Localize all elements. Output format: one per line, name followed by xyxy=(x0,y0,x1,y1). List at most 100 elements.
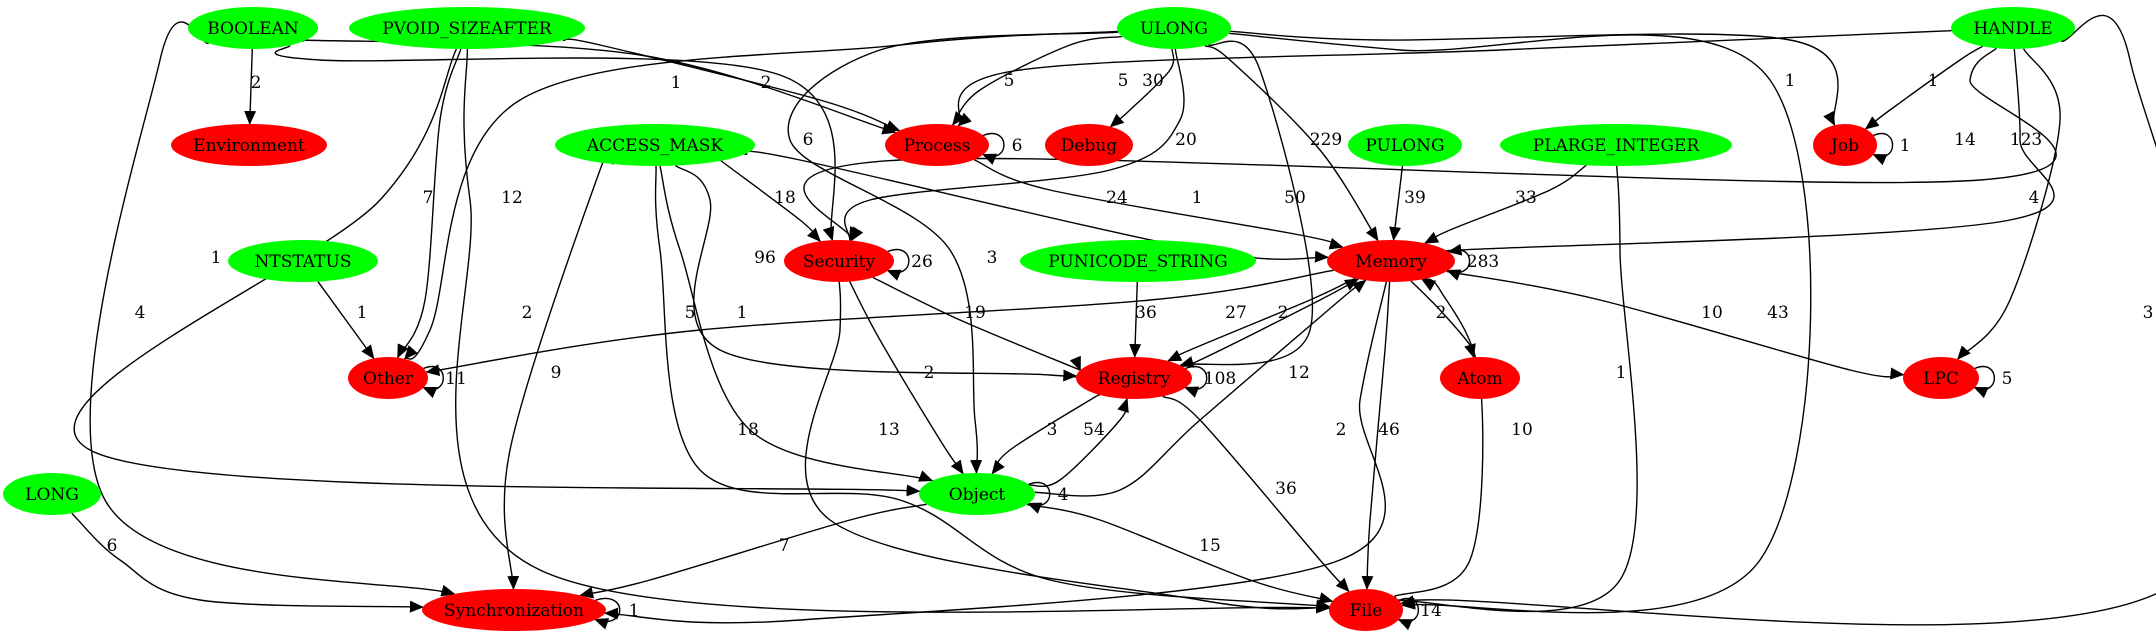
edge-label-access-mask-to-memory: 24 xyxy=(1106,188,1128,208)
edge-label-file-to-memory: 10 xyxy=(1511,420,1533,440)
node-memory: Memory xyxy=(1327,240,1455,282)
edge-label-plarge-integer-to-file: 1 xyxy=(1616,363,1627,383)
edge-ulong-to-job xyxy=(1230,30,1839,127)
edge-label-job-to-job: 1 xyxy=(1900,136,1911,156)
edge-pvoid-sizeafter-to-object xyxy=(73,48,921,497)
edge-other-to-other xyxy=(422,365,444,399)
edge-label-handle-to-security: 14 xyxy=(1954,130,1976,150)
node-memory-shape xyxy=(1327,240,1455,282)
node-pulong: PULONG xyxy=(1348,124,1462,166)
edge-security-to-object xyxy=(849,281,964,475)
node-synchronization-shape xyxy=(422,589,606,631)
edge-label-file-to-file: 14 xyxy=(1420,601,1442,621)
edge-ntstatus-to-other xyxy=(317,281,375,360)
edge-label-process-to-memory: 1 xyxy=(1192,188,1203,208)
edge-label-pvoid-sizeafter-to-file: 2 xyxy=(522,303,533,323)
node-file-shape xyxy=(1329,589,1403,631)
edge-label-pvoid-sizeafter-to-process: 2 xyxy=(761,73,772,93)
node-debug: Debug xyxy=(1045,124,1133,166)
edge-security-to-file xyxy=(804,281,1331,614)
edge-ulong-to-debug xyxy=(1109,48,1175,128)
edge-label-handle-to-lpc: 4 xyxy=(2029,188,2040,208)
node-object-label: Object xyxy=(949,485,1006,505)
edge-label-boolean-to-security: 6 xyxy=(803,130,814,150)
node-ulong: ULONG xyxy=(1117,7,1231,49)
node-file-label: File xyxy=(1350,601,1383,621)
edge-label-object-to-object: 4 xyxy=(1058,485,1069,505)
edge-access-mask-to-registry xyxy=(675,164,1085,382)
edge-label-object-to-registry: 54 xyxy=(1083,420,1105,440)
node-pvoid-sizeafter-label: PVOID_SIZEAFTER xyxy=(382,19,553,39)
edge-process-to-memory xyxy=(973,159,1344,250)
node-registry-shape xyxy=(1076,357,1192,399)
edge-access-mask-to-memory xyxy=(744,150,1329,263)
edge-lpc-to-lpc xyxy=(1973,365,1995,399)
edge-handle-to-job xyxy=(1864,45,1984,130)
edge-label-pvoid-sizeafter-to-other: 7 xyxy=(423,188,434,208)
node-other-shape xyxy=(348,357,428,399)
edge-object-to-registry xyxy=(1029,397,1129,488)
edge-label-security-to-registry: 19 xyxy=(964,303,986,323)
edge-label-object-to-synchronization: 7 xyxy=(779,536,790,556)
node-lpc-label: LPC xyxy=(1923,369,1959,389)
edge-ulong-to-memory xyxy=(1204,45,1379,242)
edge-label-registry-to-memory: 2 xyxy=(1278,303,1289,323)
edge-access-mask-to-security xyxy=(714,155,821,242)
edge-label-ulong-to-file: 43 xyxy=(1767,303,1789,323)
edge-pvoid-sizeafter-to-file xyxy=(455,48,1331,614)
edge-label-memory-to-memory: 283 xyxy=(1467,252,1499,272)
edge-long-to-synchronization xyxy=(71,512,424,613)
edge-memory-to-other xyxy=(425,269,1334,377)
node-process: Process xyxy=(885,124,989,166)
edge-punicode-string-to-registry xyxy=(1129,281,1142,359)
node-other-label: Other xyxy=(363,369,414,389)
edge-label-process-to-process: 6 xyxy=(1012,136,1023,156)
edge-label-long-to-synchronization: 6 xyxy=(107,536,118,556)
edge-pvoid-sizeafter-to-process xyxy=(562,38,901,132)
edge-label-lpc-to-lpc: 5 xyxy=(2002,369,2013,389)
node-registry: Registry xyxy=(1076,357,1192,399)
node-handle-shape xyxy=(1951,7,2075,49)
edge-label-ulong-to-other: 12 xyxy=(501,188,523,208)
edge-label-plarge-integer-to-memory: 33 xyxy=(1515,188,1537,208)
node-ulong-shape xyxy=(1117,7,1231,49)
edge-handle-to-security xyxy=(803,47,2057,242)
node-plarge-integer: PLARGE_INTEGER xyxy=(1500,124,1732,166)
edge-object-to-memory xyxy=(1034,279,1367,497)
node-registry-label: Registry xyxy=(1098,369,1171,389)
node-file: File xyxy=(1329,589,1403,631)
edge-label-access-mask-to-object: 1 xyxy=(737,303,748,323)
edge-security-to-security xyxy=(886,248,910,281)
node-atom-shape xyxy=(1440,357,1520,399)
edge-file-to-memory xyxy=(1393,278,1484,598)
node-boolean: BOOLEAN xyxy=(188,7,318,49)
node-job: Job xyxy=(1813,124,1877,166)
node-object: Object xyxy=(919,473,1035,515)
edge-label-punicode-string-to-registry: 36 xyxy=(1135,303,1157,323)
edge-object-to-synchronization xyxy=(579,503,927,599)
edge-label-memory-to-file: 46 xyxy=(1378,420,1400,440)
node-boolean-label: BOOLEAN xyxy=(207,19,299,39)
node-pulong-shape xyxy=(1348,124,1462,166)
node-ntstatus-label: NTSTATUS xyxy=(255,252,352,272)
edge-boolean-to-security xyxy=(274,44,836,242)
edge-label-memory-to-other: 5 xyxy=(685,303,696,323)
edge-file-to-file xyxy=(1397,597,1420,631)
node-punicode-string: PUNICODE_STRING xyxy=(1020,240,1256,282)
node-atom-label: Atom xyxy=(1456,369,1502,389)
edge-pulong-to-memory xyxy=(1389,165,1404,242)
node-pvoid-sizeafter-shape xyxy=(349,7,585,49)
edge-label-other-to-other: 11 xyxy=(445,369,467,389)
edge-handle-to-lpc xyxy=(1957,48,2061,360)
edge-label-handle-to-job: 1 xyxy=(1928,71,1939,91)
edge-label-handle-to-process: 5 xyxy=(1118,71,1129,91)
node-job-shape xyxy=(1813,124,1877,166)
node-access-mask: ACCESS_MASK xyxy=(555,124,755,166)
edge-synchronization-to-synchronization xyxy=(594,597,621,630)
edge-ulong-to-file xyxy=(1229,32,1812,614)
edge-label-ulong-to-memory: 229 xyxy=(1310,130,1342,150)
edge-registry-to-file xyxy=(1162,395,1350,593)
